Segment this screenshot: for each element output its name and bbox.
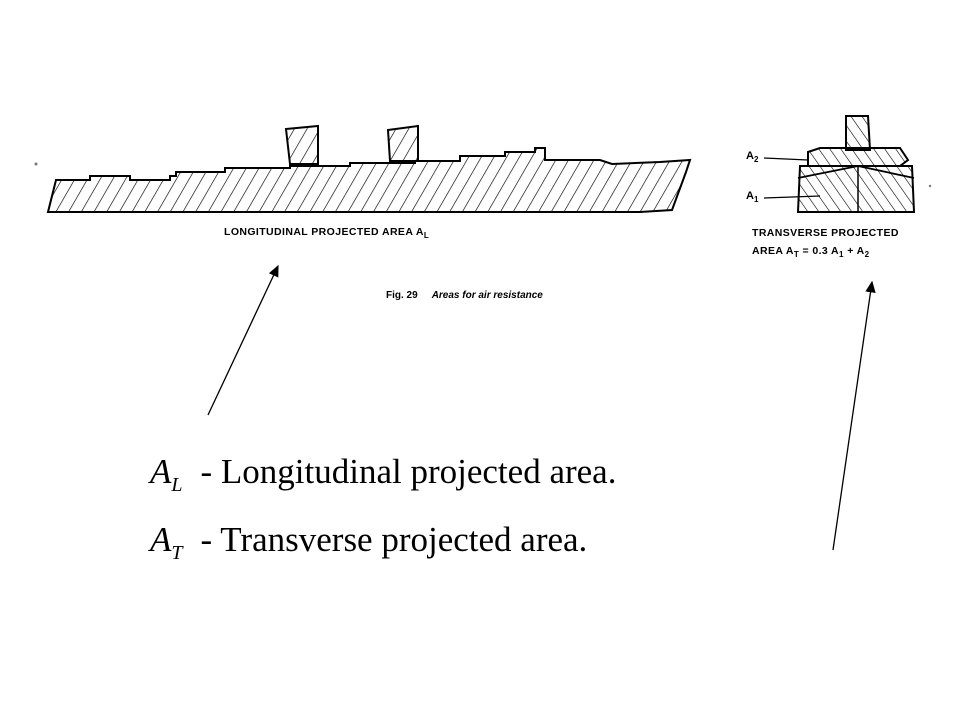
figure-caption: Fig. 29 Areas for air resistance [386,290,543,301]
a2-label: A2 [746,150,759,165]
ship-transverse-profile [763,115,932,213]
figure-title: Areas for air resistance [431,290,543,301]
symbol-al: AL [150,452,183,496]
figure-number: Fig. 29 [386,290,418,301]
symbol-at: AT [150,520,183,564]
definition-longitudinal: AL - Longitudinal projected area. [150,452,616,497]
transverse-area-caption-line1: TRANSVERSE PROJECTED [752,227,899,239]
definition-text-transverse: - Transverse projected area. [200,520,588,559]
transverse-area-caption-line2: AREA AT = 0.3 A1 + A2 [752,245,870,260]
definition-transverse: AT - Transverse projected area. [150,520,587,565]
arrow-to-longitudinal [207,264,279,416]
arrow-to-transverse [832,280,876,551]
definition-text-longitudinal: - Longitudinal projected area. [200,452,617,491]
longitudinal-area-caption: LONGITUDINAL PROJECTED AREA AL [224,226,430,241]
a1-label: A1 [746,190,759,205]
ship-longitudinal-profile [34,124,692,213]
